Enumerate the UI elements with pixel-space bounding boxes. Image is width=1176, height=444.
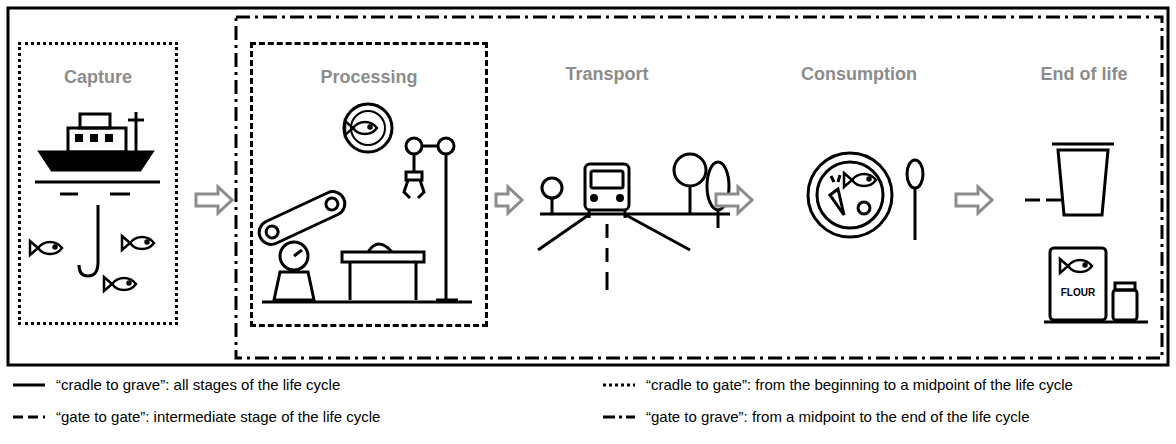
gate-to-gate-box: Processing: [250, 42, 488, 327]
flow-arrow: [716, 187, 752, 213]
legend-line-sample: [12, 411, 46, 423]
fish-icon: [104, 277, 136, 291]
cradle-to-gate-box: Capture: [18, 42, 178, 325]
legend-entry: “cradle to gate”: from the beginning to …: [602, 376, 1073, 393]
stage-column: Transport: [530, 42, 684, 302]
legend-entry: “gate to grave”: from a midpoint to the …: [602, 408, 1030, 425]
legend-entry: “cradle to grave”: all stages of the lif…: [12, 376, 340, 393]
flow-arrow: [196, 187, 232, 213]
legend-text: “gate to gate”: intermediate stage of th…: [56, 408, 380, 425]
legend-text: “cradle to gate”: from the beginning to …: [646, 376, 1073, 393]
stage-column: End of life: [1014, 42, 1154, 302]
legend-text: “gate to grave”: from a midpoint to the …: [646, 408, 1030, 425]
cradle-to-grave-frame: [8, 8, 1168, 365]
stage-title: Consumption: [784, 64, 934, 85]
legend-text: “cradle to grave”: all stages of the lif…: [56, 376, 340, 393]
boat-icon: [35, 112, 160, 194]
legend-line-sample: [12, 379, 46, 391]
flow-arrow: [956, 187, 992, 213]
plate-icon: [808, 153, 923, 240]
fish-icon: [122, 236, 154, 250]
legend-line-sample: [602, 411, 636, 423]
hook-icon: [79, 205, 98, 276]
stage-title: Transport: [530, 64, 684, 85]
bin-flour-icon: [1025, 144, 1148, 322]
stage-title: Processing: [253, 67, 485, 88]
legend-entry: “gate to gate”: intermediate stage of th…: [12, 408, 380, 425]
flow-arrow: [496, 187, 522, 213]
package-label: FLOUR: [1050, 287, 1106, 298]
legend-line-sample: [602, 379, 636, 391]
factory-icon: [255, 104, 472, 302]
gate-to-grave-frame: [236, 17, 1162, 358]
stage-column: Consumption: [784, 42, 934, 302]
stage-title: Capture: [21, 67, 175, 88]
fish-icon: [30, 241, 62, 255]
truck-road-icon: [538, 154, 730, 290]
stage-title: End of life: [1014, 64, 1154, 85]
